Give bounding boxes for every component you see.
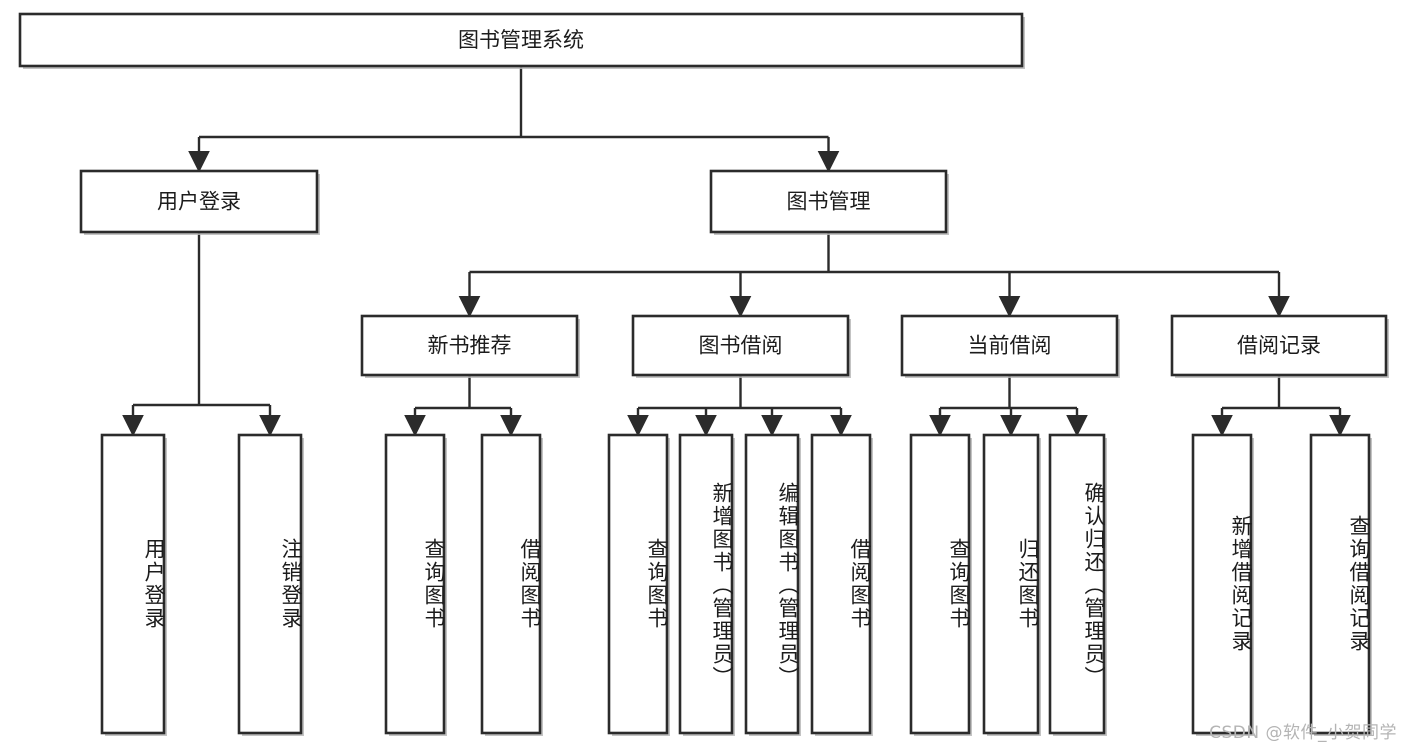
- node-box[interactable]: [810, 433, 872, 735]
- node-box[interactable]: [1191, 433, 1253, 735]
- node-leaf-leaf-confirm-return-admin[interactable]: [1048, 433, 1107, 736]
- node-box[interactable]: [982, 433, 1040, 735]
- node-level2-user-login[interactable]: 用户登录: [79, 169, 320, 235]
- node-leaf-leaf-query-book-current[interactable]: [909, 433, 972, 736]
- node-box[interactable]: [79, 169, 319, 234]
- node-label: 新书推荐: [428, 334, 512, 358]
- node-leaf-leaf-query-book-borrow[interactable]: [607, 433, 670, 736]
- node-box[interactable]: [1170, 314, 1388, 377]
- node-label: 当前借阅: [968, 334, 1052, 358]
- node-box[interactable]: [631, 314, 850, 377]
- node-leaf-leaf-borrow-book-rec[interactable]: [480, 433, 543, 736]
- connector-layer: [122, 66, 1351, 437]
- node-leaf-leaf-return-book[interactable]: [982, 433, 1041, 736]
- node-leaf-leaf-query-book-rec[interactable]: [384, 433, 447, 736]
- node-level3-new-book-rec[interactable]: 新书推荐: [360, 314, 580, 378]
- node-level3-current-borrow[interactable]: 当前借阅: [900, 314, 1120, 378]
- node-label: 图书借阅: [699, 334, 783, 358]
- node-root[interactable]: 图书管理系统: [18, 12, 1025, 69]
- node-leaf-leaf-add-borrow-record[interactable]: [1191, 433, 1254, 736]
- node-label: 图书管理: [787, 190, 871, 214]
- node-box[interactable]: [100, 433, 166, 735]
- node-box[interactable]: [1048, 433, 1106, 735]
- node-label: 借阅记录: [1237, 334, 1321, 358]
- node-label: 用户登录: [157, 190, 241, 214]
- node-leaf-leaf-query-borrow-record[interactable]: [1309, 433, 1372, 736]
- node-box[interactable]: [909, 433, 971, 735]
- node-level3-book-borrow[interactable]: 图书借阅: [631, 314, 851, 378]
- node-box[interactable]: [709, 169, 948, 234]
- node-box[interactable]: [18, 12, 1024, 68]
- node-level2-book-manage[interactable]: 图书管理: [709, 169, 949, 235]
- node-label: 图书管理系统: [458, 28, 584, 52]
- node-box[interactable]: [480, 433, 542, 735]
- node-box[interactable]: [1309, 433, 1371, 735]
- node-leaf-leaf-logout[interactable]: [237, 433, 304, 736]
- node-box[interactable]: [607, 433, 669, 735]
- node-box[interactable]: [384, 433, 446, 735]
- node-box[interactable]: [744, 433, 800, 735]
- node-box[interactable]: [678, 433, 734, 735]
- node-leaf-leaf-borrow-book[interactable]: [810, 433, 873, 736]
- node-leaf-leaf-edit-book-admin[interactable]: [744, 433, 801, 736]
- node-box[interactable]: [360, 314, 579, 377]
- node-leaf-leaf-add-book-admin[interactable]: [678, 433, 735, 736]
- node-box[interactable]: [237, 433, 303, 735]
- node-box[interactable]: [900, 314, 1119, 377]
- node-level3-borrow-record[interactable]: 借阅记录: [1170, 314, 1389, 378]
- node-leaf-leaf-user-login[interactable]: [100, 433, 167, 736]
- watermark-text: CSDN @软件_小贺同学: [1209, 723, 1397, 743]
